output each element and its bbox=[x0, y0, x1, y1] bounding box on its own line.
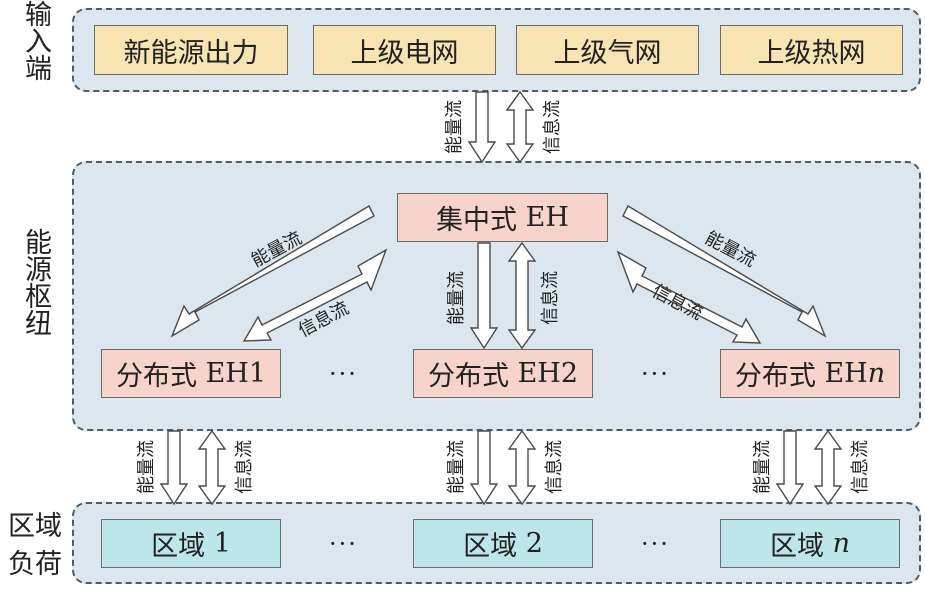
hub-ellipsis-2: ··· bbox=[641, 360, 670, 388]
arrow-central-hub2-info bbox=[507, 241, 537, 350]
zone-ellipsis-2: ··· bbox=[641, 530, 670, 558]
flow-label-input-info: 信息流 bbox=[542, 100, 563, 154]
flow-label-z2-energy: 能量流 bbox=[446, 440, 467, 494]
zone-1-suffix: 1 bbox=[213, 528, 231, 559]
arrow-input-energy bbox=[467, 91, 497, 164]
zone-box-1: 区域 1 bbox=[101, 519, 281, 568]
arrow-hub2-zone2-info bbox=[507, 429, 537, 506]
zone-n-italic: n bbox=[832, 528, 850, 559]
flow-label-z2-info: 信息流 bbox=[544, 440, 565, 494]
arrow-central-hub2-energy bbox=[469, 242, 499, 350]
flow-label-input-energy: 能量流 bbox=[444, 100, 465, 154]
arrow-hub1-zone1-info bbox=[197, 429, 227, 506]
side-label-input: 输入端 bbox=[20, 0, 51, 81]
distributed-hub-2-name: 分布式 bbox=[427, 361, 509, 392]
arrow-input-info bbox=[505, 90, 535, 164]
input-box-gas-grid: 上级气网 bbox=[516, 25, 699, 75]
arrow-central-hub1-info bbox=[242, 248, 388, 342]
arrow-hubn-zonen-info bbox=[813, 429, 843, 506]
distributed-hub-2: 分布式 EH2 bbox=[413, 349, 593, 398]
zone-2-name: 区域 bbox=[463, 531, 518, 562]
hub-ellipsis-1: ··· bbox=[329, 360, 358, 388]
arrow-central-hubn-info bbox=[616, 250, 762, 344]
distributed-hub-1: 分布式 EH1 bbox=[101, 349, 281, 398]
central-hub-name: 集中式 bbox=[436, 205, 518, 236]
zone-1-name: 区域 bbox=[151, 531, 206, 562]
zone-ellipsis-1: ··· bbox=[329, 530, 358, 558]
side-label-hub: 能源枢纽 bbox=[20, 228, 51, 336]
arrow-central-hub1-energy bbox=[170, 205, 375, 338]
distributed-hub-n-name: 分布式 bbox=[734, 361, 816, 392]
input-box-power-grid: 上级电网 bbox=[313, 25, 496, 75]
zone-box-2: 区域 2 bbox=[413, 519, 593, 568]
flow-label-central-info: 信息流 bbox=[540, 271, 561, 325]
flow-label-zn-info: 信息流 bbox=[850, 440, 871, 494]
flow-label-zn-energy: 能量流 bbox=[752, 440, 773, 494]
distributed-hub-1-suffix: EH1 bbox=[205, 358, 267, 389]
input-box-renewable: 新能源出力 bbox=[94, 25, 288, 75]
zone-box-n: 区域 n bbox=[720, 519, 900, 568]
central-hub-box: 集中式 EH bbox=[397, 193, 608, 242]
input-box-heat-grid: 上级热网 bbox=[720, 25, 903, 75]
distributed-hub-n-italic: n bbox=[867, 358, 886, 389]
arrow-hub2-zone2-energy bbox=[469, 430, 499, 506]
flow-label-z1-energy: 能量流 bbox=[136, 440, 157, 494]
side-label-load-1: 区域负荷 bbox=[0, 508, 70, 588]
zone-n-name: 区域 bbox=[770, 531, 824, 562]
distributed-hub-n-suffix: EH bbox=[824, 358, 868, 389]
distributed-hub-1-name: 分布式 bbox=[115, 361, 197, 392]
central-hub-suffix: EH bbox=[525, 202, 569, 233]
flow-label-z1-info: 信息流 bbox=[234, 440, 255, 494]
zone-2-suffix: 2 bbox=[525, 528, 543, 559]
distributed-hub-2-suffix: EH2 bbox=[517, 358, 579, 389]
arrow-central-hubn-energy bbox=[622, 205, 827, 338]
arrow-hubn-zonen-energy bbox=[775, 430, 805, 506]
flow-label-central-energy: 能量流 bbox=[446, 271, 467, 325]
arrow-hub1-zone1-energy bbox=[159, 430, 189, 506]
side-label-load-text: 区域负荷 bbox=[8, 511, 62, 580]
